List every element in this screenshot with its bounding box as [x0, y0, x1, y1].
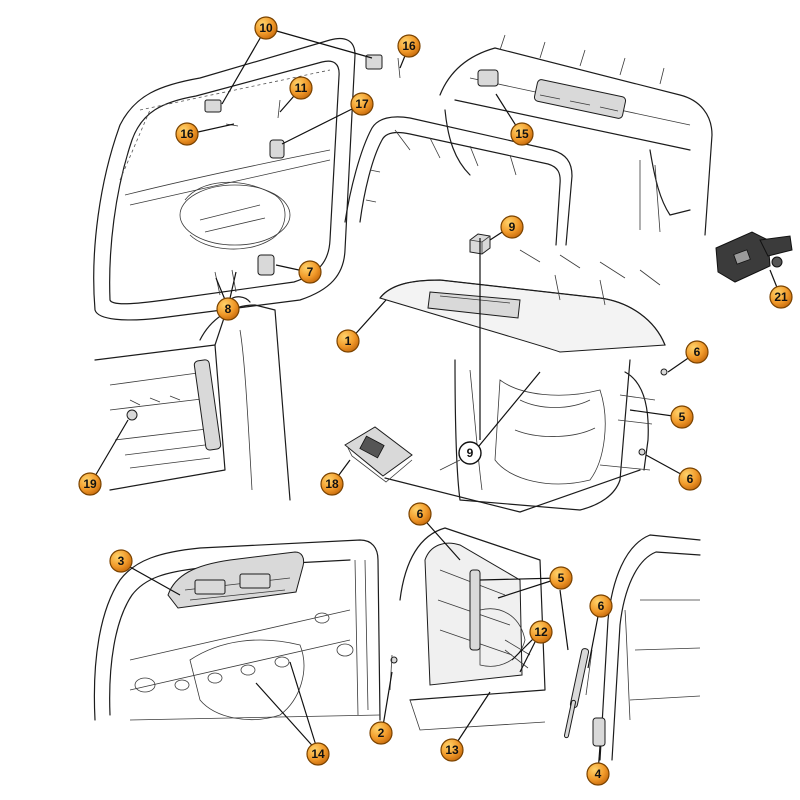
bracket-part-21 [715, 231, 793, 283]
callout-9[interactable]: 9 [500, 215, 524, 239]
callout-18[interactable]: 18 [320, 472, 344, 496]
callout-label: 21 [774, 290, 788, 304]
callout-6[interactable]: 6 [589, 594, 613, 618]
callout-label: 9 [509, 220, 516, 234]
callout-label: 14 [311, 747, 325, 761]
callout-4[interactable]: 4 [586, 762, 610, 786]
callout-19[interactable]: 19 [78, 472, 102, 496]
callout-label: 6 [687, 472, 694, 486]
callout-8[interactable]: 8 [216, 297, 240, 321]
callout-label: 2 [378, 726, 385, 740]
callout-2[interactable]: 2 [369, 721, 393, 745]
callout-label: 6 [694, 345, 701, 359]
callout-label: 16 [180, 127, 194, 141]
callout-13[interactable]: 13 [440, 738, 464, 762]
callout-label: 18 [325, 477, 339, 491]
callout-label: 17 [355, 97, 369, 111]
callout-label: 5 [679, 410, 686, 424]
callout-6[interactable]: 6 [678, 467, 702, 491]
callout-7[interactable]: 7 [298, 260, 322, 284]
callout-14[interactable]: 14 [306, 742, 330, 766]
callout-10[interactable]: 10 [254, 16, 278, 40]
callout-label: 16 [402, 39, 416, 53]
callout-label: 6 [598, 599, 605, 613]
callout-label: 8 [225, 302, 232, 316]
headliner-cargo-view [379, 249, 668, 513]
liftgate-glass-view [93, 37, 401, 321]
callout-label: 15 [515, 127, 529, 141]
callout-label: 4 [595, 767, 602, 781]
callout-21[interactable]: 21 [769, 285, 793, 309]
callout-16[interactable]: 16 [397, 34, 421, 58]
callout-9-plain[interactable]: 9 [458, 441, 482, 465]
callout-16[interactable]: 16 [175, 122, 199, 146]
callout-label: 12 [534, 625, 548, 639]
callout-label: 1 [345, 334, 352, 348]
callout-12[interactable]: 12 [529, 620, 553, 644]
callout-label: 7 [307, 265, 314, 279]
door-opening-frame [344, 116, 573, 246]
callout-label: 5 [558, 571, 565, 585]
callout-label: 11 [295, 81, 308, 95]
callout-11[interactable]: 11 [289, 76, 313, 100]
quarter-trim-view [399, 527, 546, 731]
callout-1[interactable]: 1 [336, 329, 360, 353]
callout-label: 10 [259, 21, 273, 35]
callout-15[interactable]: 15 [510, 122, 534, 146]
gas-strut [563, 648, 593, 739]
callout-label: 19 [83, 477, 97, 491]
roof-interior-view [439, 34, 713, 236]
callout-6[interactable]: 6 [685, 340, 709, 364]
pillar-view [592, 534, 701, 761]
callout-label: 9 [467, 446, 474, 460]
callout-label: 6 [417, 507, 424, 521]
callout-17[interactable]: 17 [350, 92, 374, 116]
callout-5[interactable]: 5 [670, 405, 694, 429]
callout-6[interactable]: 6 [408, 502, 432, 526]
pad-part-18 [344, 426, 413, 483]
leader-lines [90, 27, 781, 774]
callout-label: 13 [445, 743, 459, 757]
callout-3[interactable]: 3 [109, 549, 133, 573]
callout-label: 3 [118, 554, 125, 568]
side-trim-view [94, 296, 291, 501]
callout-5[interactable]: 5 [549, 566, 573, 590]
liftgate-inner-panel-view [93, 539, 398, 721]
